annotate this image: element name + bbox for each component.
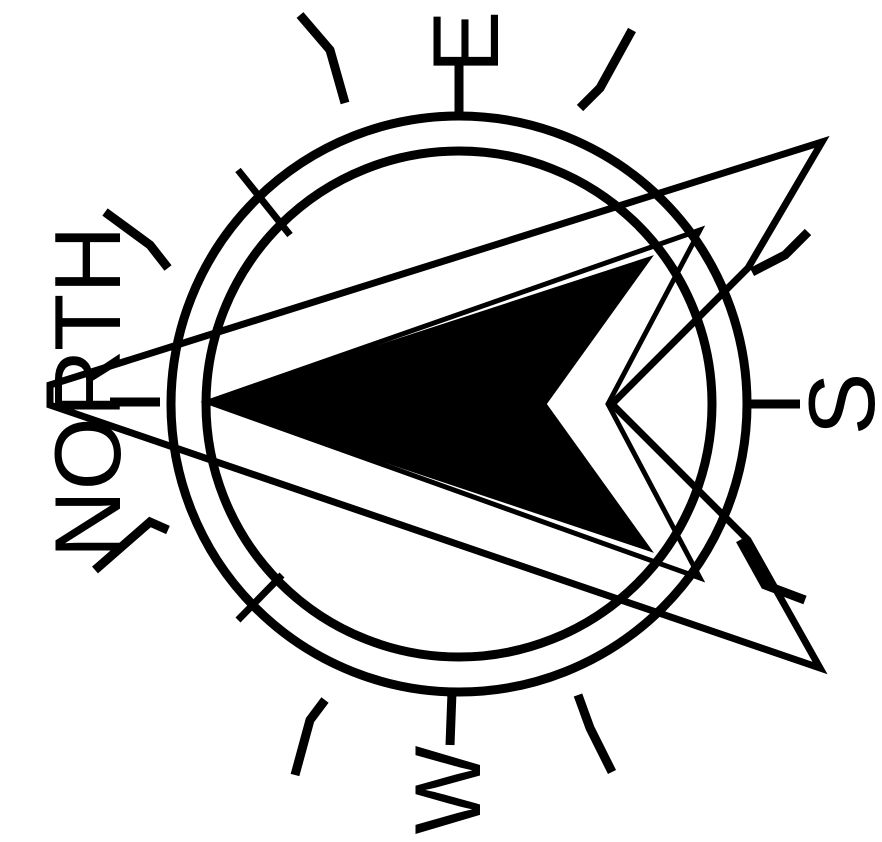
- label-west: W: [395, 745, 500, 834]
- label-south: S: [789, 373, 882, 436]
- bracket-nne: [300, 15, 345, 103]
- bracket-ne: [580, 30, 632, 108]
- label-east: E: [413, 11, 518, 74]
- label-north: NORTH: [35, 226, 140, 559]
- bracket-sw: [295, 700, 325, 775]
- north-arrow-fill: [208, 258, 650, 550]
- tick-west: [450, 692, 452, 745]
- bracket-se: [578, 695, 612, 772]
